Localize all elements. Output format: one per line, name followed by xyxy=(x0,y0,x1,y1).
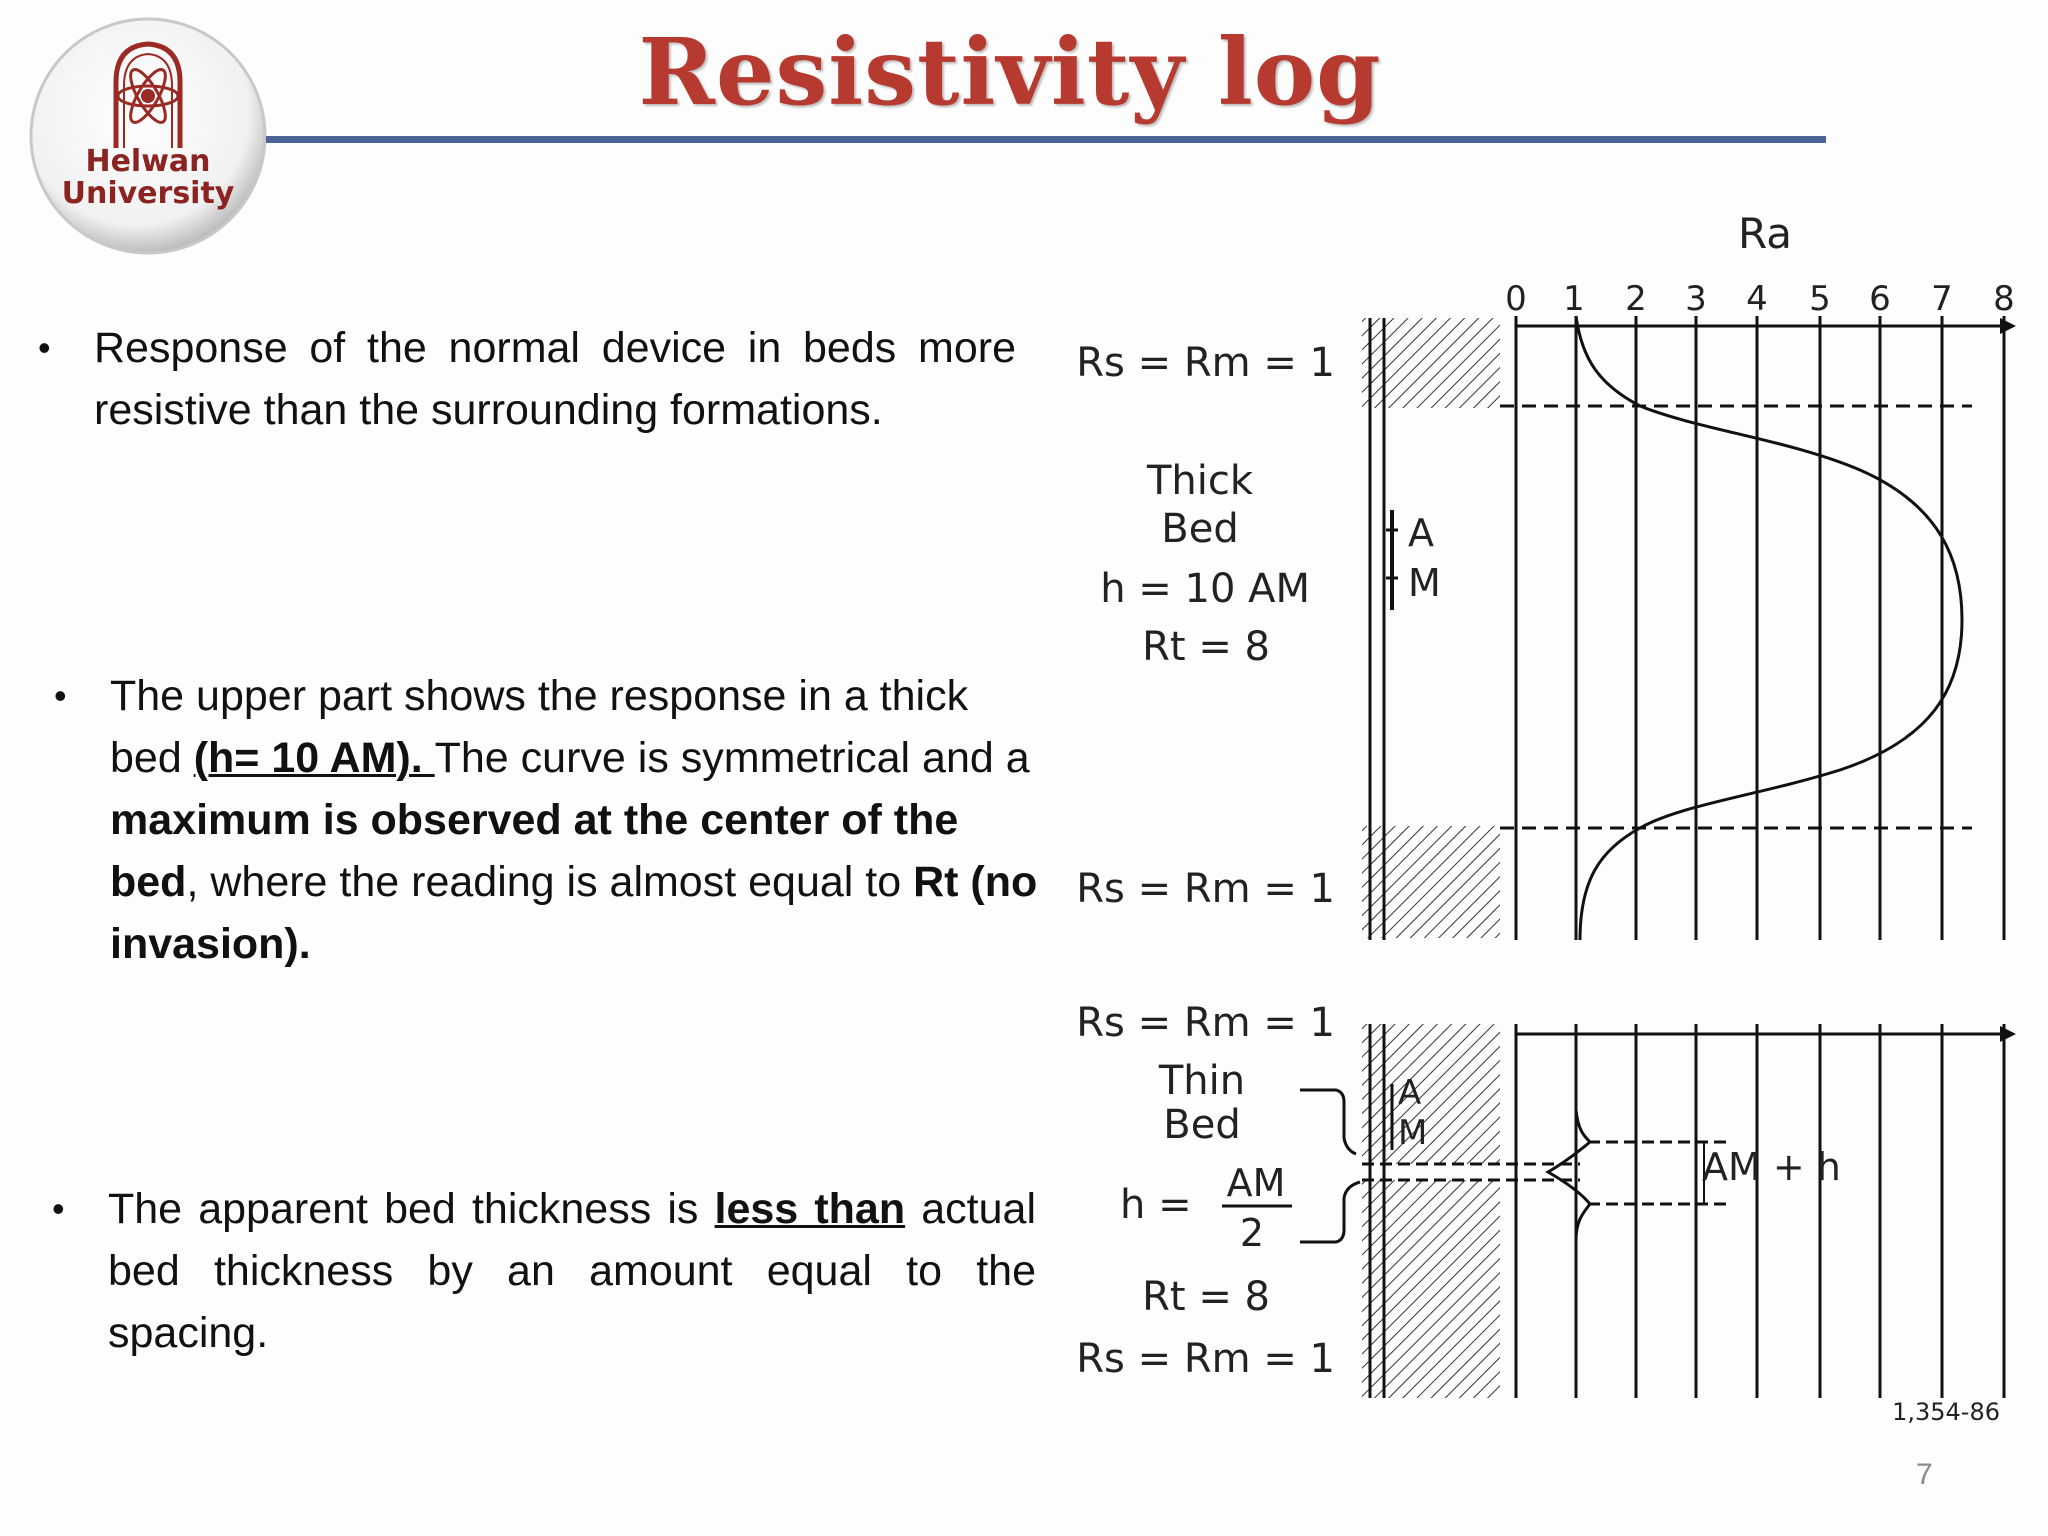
thick-bed-text-3: , where the reading is almost equal to xyxy=(186,858,914,906)
lower-bottom-rs-label: Rs = Rm = 1 xyxy=(1076,1336,1335,1382)
lower-response-curve xyxy=(1544,1024,1593,1398)
bullet-response-text: Response of the normal device in beds mo… xyxy=(94,324,1016,434)
apparent-less-than: less than xyxy=(714,1185,906,1233)
logo-text-line1: Helwan xyxy=(85,144,211,179)
lower-electrode-a: A xyxy=(1398,1073,1421,1113)
lower-apparent-label: AM + h xyxy=(1702,1145,1841,1189)
lower-rt-label: Rt = 8 xyxy=(1142,1274,1270,1320)
resistivity-log-figure: Ra 0 1 2 3 4 5 6 7 8 xyxy=(1076,209,2016,1426)
lower-electrode-m: M xyxy=(1398,1113,1427,1153)
tick-3: 3 xyxy=(1685,279,1707,319)
upper-grid xyxy=(1514,316,2006,940)
lower-bed-name-2: Bed xyxy=(1163,1102,1240,1148)
thick-bed-maximum: maximum is observed at the center of the… xyxy=(110,796,959,906)
logo-text-line2: University xyxy=(61,176,235,211)
lower-bed-name-1: Thin xyxy=(1158,1058,1245,1104)
lower-grid xyxy=(1514,1024,2006,1398)
lower-h-prefix: h = xyxy=(1120,1182,1192,1228)
apparent-text-2: actual bed thickness by an amount equal … xyxy=(108,1185,1036,1357)
bullet-dot: • xyxy=(38,327,51,368)
upper-bottom-rs-label: Rs = Rm = 1 xyxy=(1076,866,1335,912)
lower-top-rs-label: Rs = Rm = 1 xyxy=(1076,1000,1335,1046)
upper-bed-name-2: Bed xyxy=(1161,506,1238,552)
upper-bed-name-1: Thick xyxy=(1146,458,1254,504)
apparent-text-1: The apparent bed thickness is xyxy=(108,1185,715,1233)
tick-6: 6 xyxy=(1869,279,1891,319)
tick-4: 4 xyxy=(1746,279,1768,319)
upper-response-curve xyxy=(1574,315,1964,941)
tick-7: 7 xyxy=(1931,279,1953,319)
thick-bed-h-value: (h= 10 AM). xyxy=(193,734,435,782)
lower-brace-thin-bed xyxy=(1300,1088,1357,1156)
upper-panel: A M Rs = Rm = 1 Thick Bed h = 10 AM Rt =… xyxy=(1076,315,2016,941)
bullet-dot: • xyxy=(54,675,67,716)
upper-electrode-a: A xyxy=(1408,511,1434,555)
tick-2: 2 xyxy=(1625,279,1647,319)
thick-bed-text-2: The curve is symmetrical and a xyxy=(434,734,1030,782)
upper-electrode-m: M xyxy=(1408,561,1441,605)
upper-top-rs-label: Rs = Rm = 1 xyxy=(1076,340,1335,386)
title-underline-rule xyxy=(266,136,1826,143)
lower-axis-arrow xyxy=(2000,1026,2016,1042)
bullet-dot: • xyxy=(52,1188,65,1229)
helwan-university-logo xyxy=(29,17,267,255)
lower-h-numerator: AM xyxy=(1227,1161,1286,1205)
bullet-response: • Response of the normal device in beds … xyxy=(38,317,1016,441)
tick-1: 1 xyxy=(1563,279,1585,319)
ra-tick-labels: 0 1 2 3 4 5 6 7 8 xyxy=(1505,279,2015,319)
upper-rt-label: Rt = 8 xyxy=(1142,624,1270,670)
upper-axis-arrow xyxy=(2000,318,2016,334)
tick-0: 0 xyxy=(1505,279,1527,319)
thick-bed-text-1: The upper part shows the response in a t… xyxy=(110,672,969,782)
bullet-apparent-thickness: • The apparent bed thickness is less tha… xyxy=(52,1178,1036,1364)
page-number: 7 xyxy=(1916,1458,1933,1491)
thick-bed-rt: Rt (no invasion). xyxy=(110,858,1038,968)
ra-axis-label: Ra xyxy=(1738,209,1792,258)
lower-h-denominator: 2 xyxy=(1240,1211,1264,1255)
tick-5: 5 xyxy=(1809,279,1831,319)
figure-id: 1,354-86 xyxy=(1892,1398,2000,1426)
lower-panel: A M Rs = Rm = 1 Thin Bed h = AM 2 Rt = 8… xyxy=(1076,1000,2016,1398)
lower-brace-h xyxy=(1300,1180,1361,1244)
tick-8: 8 xyxy=(1993,279,2015,319)
upper-h-label: h = 10 AM xyxy=(1100,566,1310,612)
bullet-thick-bed: • The upper part shows the response in a… xyxy=(54,665,1040,975)
slide-title: Resistivity log xyxy=(638,18,1382,126)
